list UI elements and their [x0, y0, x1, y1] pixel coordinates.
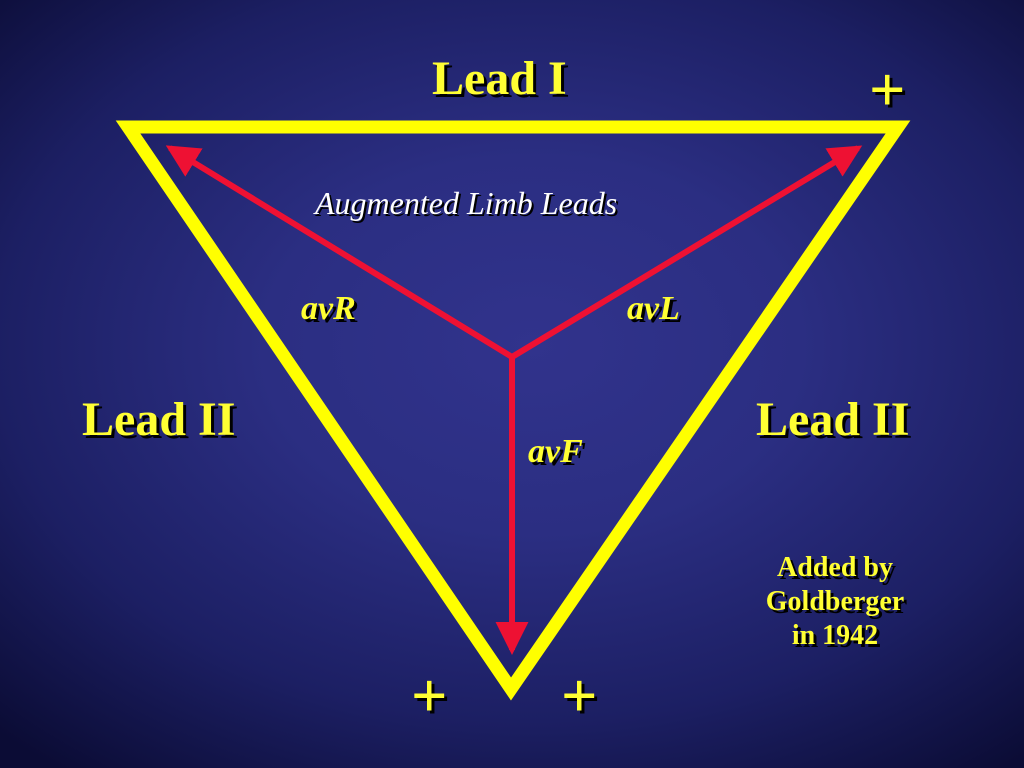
plus-sign-bottom-right: + — [561, 660, 598, 731]
avl-vector-arrow — [510, 145, 863, 360]
lead-ii-left-label: Lead II — [82, 393, 236, 446]
goldberger-note: Added by Goldberger in 1942 — [735, 551, 935, 653]
einthoven-triangle — [115, 120, 911, 701]
goldberger-note-line-3: in 1942 — [791, 620, 879, 652]
goldberger-note-line-2: Goldberger — [765, 586, 905, 618]
lead-ii-right-label: Lead II — [756, 393, 910, 446]
avf-label: avF — [528, 433, 583, 470]
plus-sign-bottom-left: + — [411, 660, 448, 731]
lead-i-label: Lead I — [432, 52, 567, 105]
avr-vector-arrow — [165, 145, 514, 360]
goldberger-note-line-1: Added by — [777, 552, 893, 583]
avl-label: avL — [627, 290, 680, 327]
diagram-subtitle: Augmented Limb Leads — [315, 185, 618, 221]
avr-label: avR — [301, 290, 356, 327]
plus-sign-top-right: + — [869, 54, 906, 125]
